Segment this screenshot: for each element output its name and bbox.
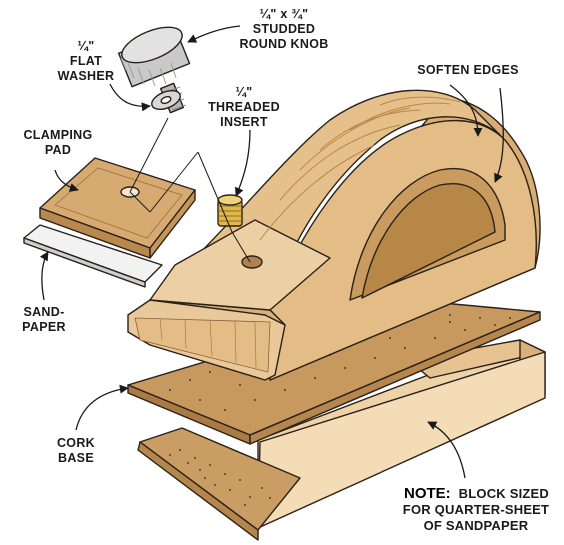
cork-label-line-1: CORK (57, 436, 95, 450)
insert-leader (235, 129, 251, 197)
note-bold: NOTE: (404, 485, 451, 502)
clamp-label-line-1: CLAMPING (23, 128, 92, 142)
knob-label-line-2: STUDDED (253, 22, 316, 36)
insert-label-line-3: INSERT (220, 115, 268, 129)
washer-label-line-2: FLAT (70, 54, 102, 68)
threaded-insert (217, 194, 243, 227)
washer-leader (109, 83, 151, 112)
note-label-line-3: OF SANDPAPER (424, 518, 529, 533)
leader-lines (39, 25, 504, 479)
cork-label-line-2: BASE (58, 451, 94, 465)
soften-leader-2 (494, 87, 504, 183)
clamping-pad (39, 157, 196, 259)
sandpaper-front-flap (137, 427, 301, 541)
cork-leader (75, 384, 129, 431)
knob-leader (187, 25, 241, 43)
clamp-label-line-2: PAD (45, 143, 71, 157)
washer-label-line-1: ¼" (78, 39, 95, 53)
note-label-line-1: NOTE: BLOCK SIZED (404, 485, 549, 502)
sandpaper-label-line-2: PAPER (22, 320, 66, 334)
clamp-leader (54, 169, 79, 192)
folded-sandpaper-sheet (257, 339, 546, 529)
note-label-line-2: FOR QUARTER-SHEET (403, 502, 549, 517)
insert-label-line-1: ¼" (236, 85, 253, 99)
insert-label-line-2: THREADED (208, 100, 280, 114)
sandpaper-strip (23, 224, 163, 288)
flat-washer (151, 89, 181, 111)
knob-label-line-1: ¼" x ¾" (260, 7, 309, 21)
labels: ¼" x ¾" STUDDED ROUND KNOB ¼" FLAT WASHE… (22, 7, 549, 533)
sanding-block-body (127, 89, 541, 381)
note-leader (427, 421, 466, 479)
soften-leader-1 (449, 84, 483, 137)
assembly-guide-lines (129, 117, 251, 263)
sandpaper-leader (39, 251, 49, 301)
soften-edges-label: SOFTEN EDGES (417, 63, 519, 77)
knob-label-line-3: ROUND KNOB (239, 37, 328, 51)
note-text-1: BLOCK SIZED (459, 486, 549, 501)
washer-label-line-3: WASHER (58, 69, 115, 83)
sandpaper-label-line-1: SAND- (23, 305, 64, 319)
